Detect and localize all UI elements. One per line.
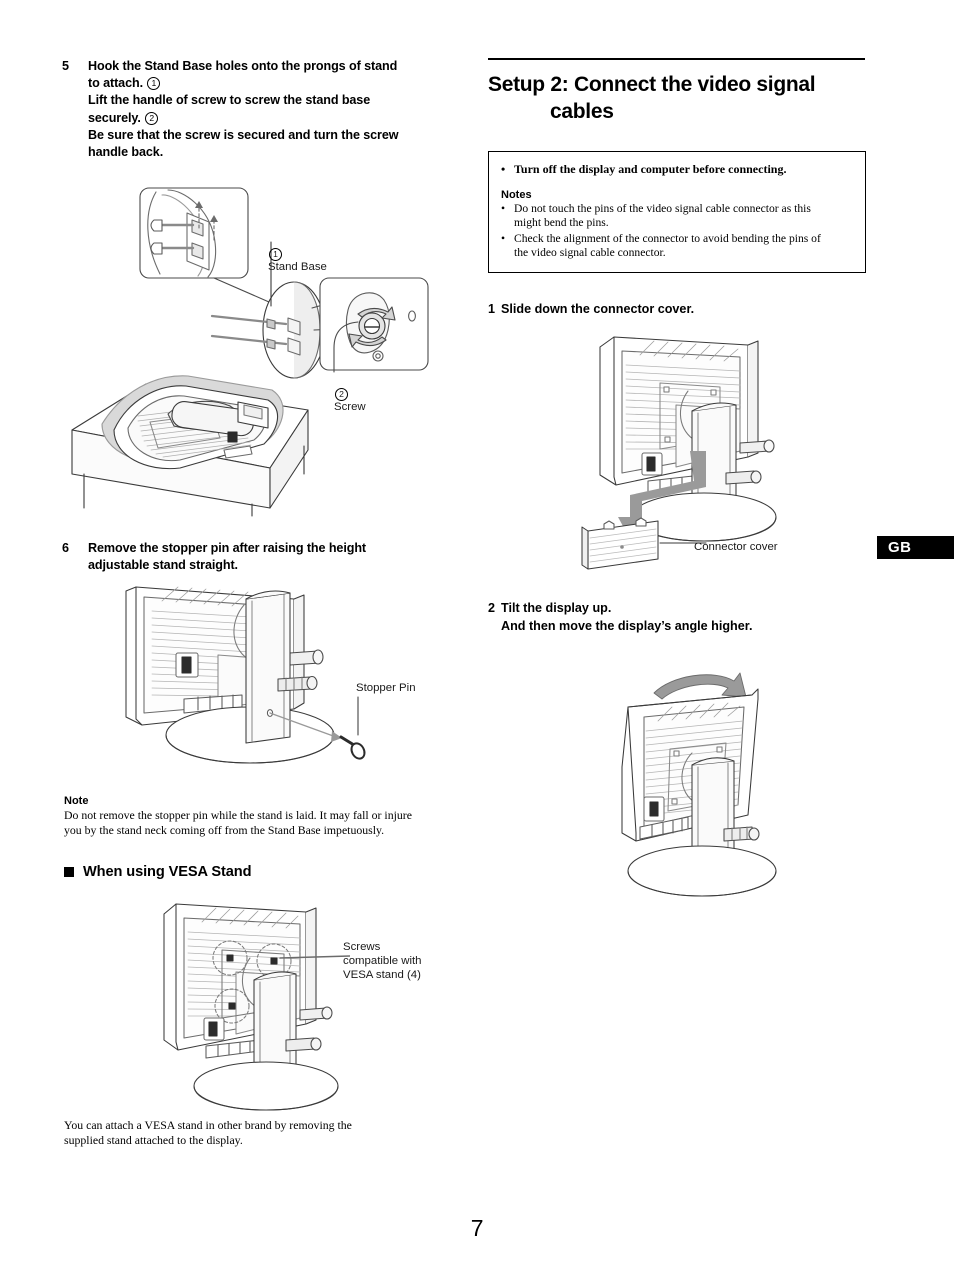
circled-number-2-label: 2 (335, 387, 348, 401)
substep-2-line-1: Tilt the display up. (501, 601, 612, 615)
figure-stand-base-attachment (62, 178, 454, 518)
notes-item-1-line-2: might bend the pins. (514, 216, 609, 230)
substep-2: 2 Tilt the display up. And then move the… (488, 600, 878, 635)
substep-1-text: Slide down the connector cover. (501, 301, 694, 319)
step-6-number: 6 (62, 541, 70, 555)
figure-vesa-stand (150, 898, 350, 1113)
step-5-line-2-text: to attach. (88, 76, 143, 91)
bullet-icon-note-2: • (501, 231, 506, 245)
label-vesa-screws: Screws compatible with VESA stand (4) (343, 941, 422, 981)
figure-tilt-display (562, 655, 812, 905)
substep-2-text: Tilt the display up. And then move the d… (501, 600, 752, 635)
note-heading: Note (64, 795, 89, 807)
label-stand-base-text: Stand Base (268, 261, 327, 274)
step-5-number: 5 (62, 59, 70, 73)
label-stopper-pin: Stopper Pin (356, 682, 416, 694)
substep-1: 1 Slide down the connector cover. (488, 301, 878, 319)
vesa-body-line-2: supplied stand attached to the display. (64, 1133, 243, 1148)
label-screw-text: Screw (334, 401, 366, 414)
step-6-block: 6 Remove the stopper pin after raising t… (62, 540, 454, 578)
page-number: 7 (470, 1215, 484, 1241)
notes-heading: Notes (501, 189, 532, 201)
notes-item-2-line-2: the video signal cable connector. (514, 245, 666, 259)
setup-2-title: Setup 2: Connect the video signal cables (488, 71, 878, 125)
label-connector-cover: Connector cover (694, 541, 778, 553)
note-line-1: Do not remove the stopper pin while the … (64, 808, 412, 822)
step-6-line-1: Remove the stopper pin after raising the… (88, 541, 367, 555)
notes-item-1-line-1: Do not touch the pins of the video signa… (514, 202, 811, 215)
heading-rule (488, 58, 865, 60)
note-line-2: you by the stand neck coming off from th… (64, 822, 385, 837)
step-5-text: Hook the Stand Base holes onto the prong… (88, 58, 399, 161)
circled-number-1-label: 1 (269, 247, 282, 261)
step-5-line-5: Be sure that the screw is secured and tu… (88, 127, 399, 142)
section-heading-vesa-text: When using VESA Stand (83, 864, 252, 880)
note-body: Do not remove the stopper pin while the … (64, 808, 448, 838)
label-screw: 2 Screw (334, 374, 366, 415)
edition-tab-gb: GB (877, 536, 954, 559)
substep-1-line-1: Slide down the connector cover. (501, 302, 695, 316)
notes-item-2-line-1: Check the alignment of the connector to … (514, 231, 821, 245)
step-5-line-4: securely. 2 (88, 110, 398, 127)
step-5-line-1: Hook the Stand Base holes onto the prong… (88, 59, 398, 73)
caution-lead: • Turn off the display and computer befo… (501, 162, 853, 177)
section-heading-vesa: When using VESA Stand (64, 864, 252, 880)
step-6: 6 Remove the stopper pin after raising t… (62, 540, 454, 574)
step-5-line-4-text: securely. (88, 110, 141, 125)
notes-item-2: • Check the alignment of the connector t… (501, 232, 853, 261)
notes-item-2-text: Check the alignment of the connector to … (514, 232, 821, 261)
step-5-line-6: handle back. (88, 145, 164, 160)
figure-stopper-pin-removal (118, 585, 378, 785)
bullet-icon-note-1: • (501, 202, 506, 215)
step-6-line-2: adjustable stand straight. (88, 558, 238, 573)
step-5-line-2: to attach. 1 (88, 75, 398, 92)
square-bullet-icon (64, 867, 74, 877)
left-column: 5 Hook the Stand Base holes onto the pro… (62, 58, 454, 165)
notes-item-1-text: Do not touch the pins of the video signa… (514, 202, 811, 231)
caution-box: • Turn off the display and computer befo… (488, 151, 866, 274)
step-6-text: Remove the stopper pin after raising the… (88, 540, 366, 574)
vesa-body-text: You can attach a VESA stand in other bra… (64, 1118, 448, 1149)
substep-2-line-2: And then move the display’s angle higher… (501, 618, 753, 633)
substep-2-number: 2 (488, 601, 496, 615)
caution-lead-text: Turn off the display and computer before… (514, 162, 787, 176)
circled-number-1: 1 (147, 77, 161, 91)
setup-2-title-line-2: cables (550, 100, 614, 123)
right-column: Setup 2: Connect the video signal cables… (488, 58, 878, 274)
label-stand-base: 1 Stand Base (268, 234, 327, 275)
note-block-stopper: Note Do not remove the stopper pin while… (64, 795, 448, 838)
step-5-line-3: Lift the handle of screw to screw the st… (88, 93, 371, 108)
figure-connector-cover (580, 335, 820, 580)
circled-number-2: 2 (145, 111, 159, 125)
substep-1-number: 1 (488, 302, 496, 316)
vesa-body-line-1: You can attach a VESA stand in other bra… (64, 1118, 352, 1132)
step-5: 5 Hook the Stand Base holes onto the pro… (62, 58, 454, 161)
notes-item-1: • Do not touch the pins of the video sig… (501, 202, 853, 231)
setup-2-title-line-1: Setup 2: Connect the video signal (488, 73, 816, 96)
bullet-icon: • (501, 162, 506, 176)
